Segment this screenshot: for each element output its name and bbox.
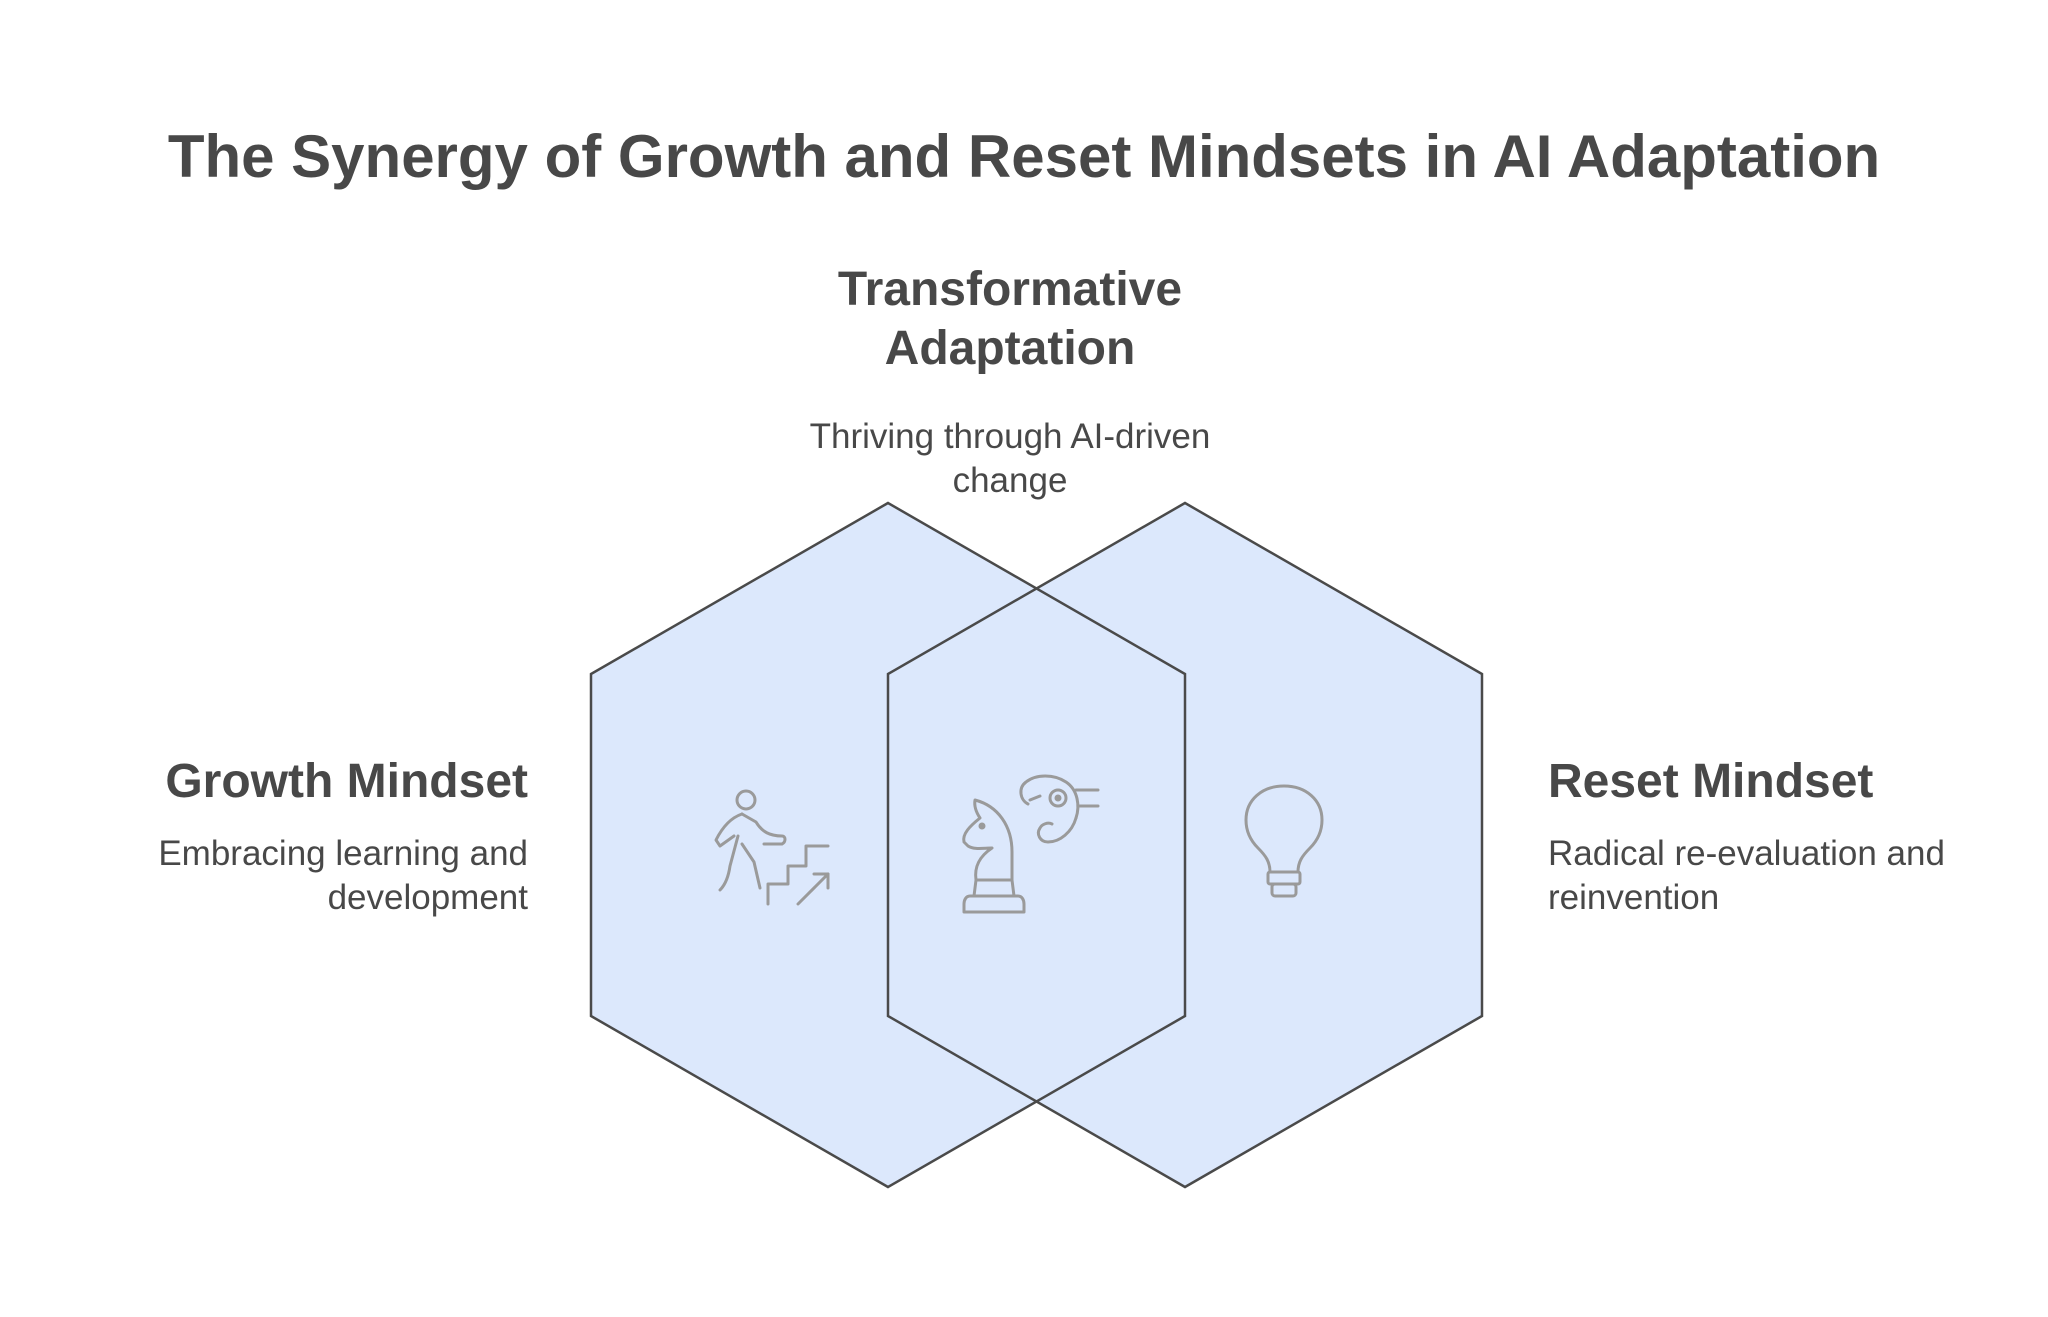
intersection-heading-line2: Adaptation (884, 322, 1136, 375)
growth-mindset-description-line2: development (327, 878, 528, 917)
growth-mindset-hexagon-outline (589, 501, 1187, 1189)
chess-knight-ai-icon (962, 774, 1100, 914)
growth-mindset-heading: Growth Mindset (165, 755, 528, 808)
lightbulb-icon (1244, 784, 1324, 898)
growth-mindset-description-line1: Embracing learning and (158, 834, 528, 873)
reset-mindset-heading: Reset Mindset (1548, 755, 1874, 808)
reset-mindset-hexagon-outline (886, 501, 1484, 1189)
growth-mindset-label: Growth Mindset Embracing learning and de… (100, 752, 528, 920)
page-title: The Synergy of Growth and Reset Mindsets… (167, 123, 1881, 190)
transformative-adaptation-label: Transformative Adaptation Thriving throu… (760, 260, 1260, 503)
reset-mindset-description-line2: reinvention (1548, 878, 1720, 917)
intersection-heading-line1: Transformative (837, 263, 1183, 316)
climbing-stairs-icon (714, 789, 830, 906)
intersection-description-line2: change (952, 461, 1068, 500)
reset-mindset-description-line1: Radical re-evaluation and (1548, 834, 1945, 873)
intersection-description-line1: Thriving through AI-driven (809, 417, 1211, 456)
reset-mindset-label: Reset Mindset Radical re-evaluation and … (1548, 752, 2028, 920)
